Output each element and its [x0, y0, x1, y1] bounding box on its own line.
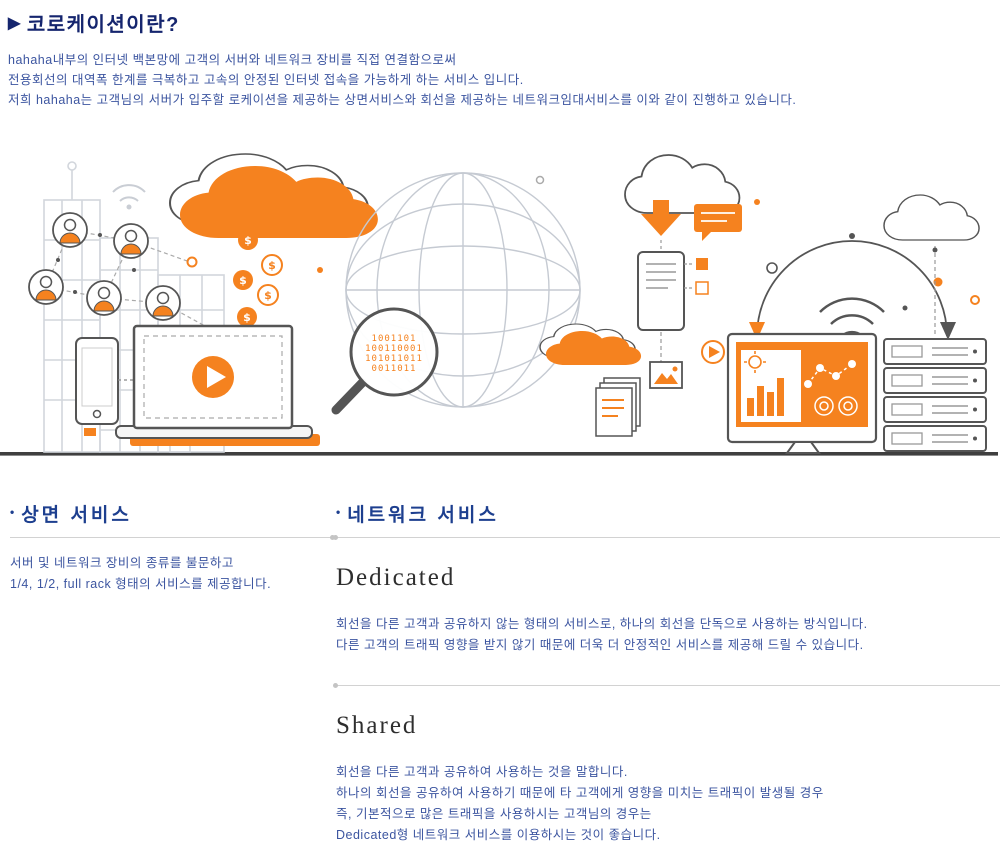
accent-dots [317, 175, 980, 311]
rack-line-2: 1/4, 1/2, full rack 형태의 서비스를 제공합니다. [10, 577, 272, 592]
svg-text:$: $ [239, 274, 247, 287]
intro-line-3: 저희 hahaha는 고객님의 서버가 입주할 로케이션을 제공하는 상면서비스… [8, 93, 797, 107]
dedicated-title: Dedicated [336, 564, 456, 591]
shared-description: 회선을 다른 고객과 공유하여 사용하는 것을 말합니다. 하나의 회선을 공유… [336, 762, 1000, 847]
intro-paragraph: hahaha내부의 인터넷 백본망에 고객의 서버와 네트워크 장비를 직접 연… [8, 50, 992, 110]
server-rack-icon [883, 194, 987, 452]
rack-service-title-text: 상면 서비스 [21, 505, 132, 526]
svg-text:$: $ [264, 289, 272, 302]
intro-line-1: hahaha내부의 인터넷 백본망에 고객의 서버와 네트워크 장비를 직접 연… [8, 53, 457, 67]
network-divider [333, 535, 1000, 540]
smartphone-icon [75, 337, 142, 436]
ground-line [0, 452, 998, 456]
shared-line-1: 회선을 다른 고객과 공유하여 사용하는 것을 말합니다. [336, 764, 628, 779]
small-orange-cloud-icon [539, 323, 642, 365]
services-section: • 상면 서비스 서버 및 네트워크 장비의 종류를 불문하고 1/4, 1/2… [0, 500, 1000, 842]
shared-line-2: 하나의 회선을 공유하여 사용하기 때문에 타 고객에게 영향을 미치는 트래픽… [336, 785, 824, 800]
bullet-icon: • [336, 504, 344, 519]
rack-line-1: 서버 및 네트워크 장비의 종류를 불문하고 [10, 556, 234, 570]
laptop-play-icon [115, 324, 320, 446]
magnifier-binary-icon: 1001101 100110001 101011011 0011011 [331, 307, 439, 415]
orange-node-dot [186, 256, 198, 268]
dedicated-block: Dedicated 회선을 다른 고객과 공유하지 않는 형태의 서비스로, 하… [336, 564, 1000, 657]
shared-title: Shared [336, 711, 418, 739]
shared-block: Shared 회선을 다른 고객과 공유하여 사용하는 것을 말합니다. 하나의… [336, 712, 1000, 847]
dedicated-line-1: 회선을 다른 고객과 공유하지 않는 형태의 서비스로, 하나의 회선을 단독으… [336, 617, 868, 631]
user-avatars-icon [28, 212, 181, 321]
page-title: ▶ 코로케이션이란? [8, 8, 992, 37]
colocation-illustration: $ $ $ $ $ $ [0, 140, 1000, 462]
svg-text:1001101: 1001101 [372, 334, 417, 344]
dedicated-description: 회선을 다른 고객과 공유하지 않는 형태의 서비스로, 하나의 회선을 단독으… [336, 614, 1000, 657]
documents-icon [595, 377, 641, 437]
svg-text:100110001: 100110001 [365, 344, 423, 354]
dashboard-monitor-icon [726, 332, 878, 454]
intro-line-2: 전용회선의 대역폭 한계를 극복하고 고속의 안정된 인터넷 접속을 가능하게 … [8, 73, 524, 87]
rack-service-title: • 상면 서비스 [10, 500, 332, 527]
svg-text:0011011: 0011011 [372, 364, 417, 374]
image-icon [649, 361, 683, 389]
play-arrow-icon: ▶ [8, 14, 22, 32]
play-badge-icon [701, 340, 725, 364]
network-service-title: • 네트워크 서비스 [336, 500, 1000, 527]
network-service-panel: • 네트워크 서비스 Dedicated 회선을 다른 고객과 공유하지 않는 … [333, 500, 1000, 847]
wifi-arc-icon [749, 233, 956, 350]
document-phone-icon [637, 251, 709, 375]
network-service-title-text: 네트워크 서비스 [347, 505, 499, 526]
orange-cloud-icon [168, 152, 378, 238]
download-cloud-icon [624, 154, 742, 252]
page-title-text: 코로케이션이란? [26, 14, 180, 36]
dedicated-line-2: 다른 고객의 트래픽 영향을 받지 않기 때문에 더욱 더 안정적인 서비스를 … [336, 638, 864, 653]
rack-divider [10, 535, 335, 540]
shared-line-3: 즉, 기본적으로 많은 트래픽을 사용하시는 고객님의 경우는 [336, 807, 652, 821]
page-header: ▶ 코로케이션이란? hahaha내부의 인터넷 백본망에 고객의 서버와 네트… [8, 8, 992, 110]
colocation-info-page: ▶ 코로케이션이란? hahaha내부의 인터넷 백본망에 고객의 서버와 네트… [0, 8, 1000, 842]
svg-text:$: $ [244, 234, 252, 247]
bullet-icon: • [10, 504, 18, 519]
shared-divider [333, 682, 1000, 688]
svg-text:101011011: 101011011 [365, 354, 423, 364]
svg-text:$: $ [268, 259, 276, 272]
globe-icon [345, 172, 581, 408]
shared-line-4: Dedicated형 네트워크 서비스를 이용하시는 것이 좋습니다. [336, 828, 661, 843]
rack-service-description: 서버 및 네트워크 장비의 종류를 불문하고 1/4, 1/2, full ra… [10, 553, 332, 596]
rack-service-panel: • 상면 서비스 서버 및 네트워크 장비의 종류를 불문하고 1/4, 1/2… [10, 500, 335, 596]
svg-text:$: $ [243, 311, 251, 324]
